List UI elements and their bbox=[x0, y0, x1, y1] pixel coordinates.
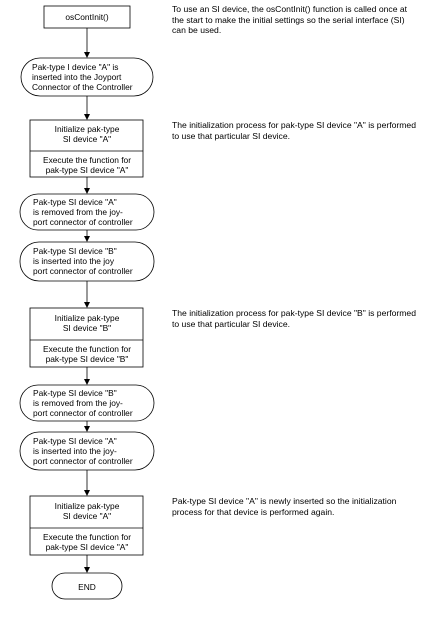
init-b-body-1: Execute the function for bbox=[43, 344, 131, 354]
reinit-a-title-2: SI device "A" bbox=[63, 511, 111, 521]
remove-a-line-3: port connector of controller bbox=[33, 217, 133, 227]
node-insert-a: Pak-type I device "A" is inserted into t… bbox=[20, 57, 154, 97]
reinit-a-body-2: pak-type SI device "A" bbox=[46, 542, 129, 552]
node-insert-a-again: Pak-type SI device "A" is inserted into … bbox=[19, 431, 155, 471]
init-b-title-1: Initialize pak-type bbox=[55, 313, 120, 323]
node-insert-b: Pak-type SI device "B" is inserted into … bbox=[19, 241, 155, 282]
node-remove-a: Pak-type SI device "A" is removed from t… bbox=[19, 193, 155, 231]
init-b-title-2: SI device "B" bbox=[63, 323, 111, 333]
init-a-body-1: Execute the function for bbox=[43, 155, 131, 165]
init-a-title-2: SI device "A" bbox=[63, 134, 111, 144]
insert-a-line-2: inserted into the Joyport bbox=[32, 72, 122, 82]
node-init-a: Initialize pak-type SI device "A" Execut… bbox=[29, 119, 144, 178]
node-init-b: Initialize pak-type SI device "B" Execut… bbox=[29, 307, 144, 368]
insert-b-line-3: port connector of controller bbox=[33, 266, 133, 276]
insert-a-line-1: Pak-type I device "A" is bbox=[32, 62, 118, 72]
end-label: END bbox=[78, 582, 96, 592]
reinit-a-title-1: Initialize pak-type bbox=[55, 501, 120, 511]
note-osContInit: To use an SI device, the osContInit() fu… bbox=[172, 4, 408, 36]
node-end: END bbox=[51, 572, 123, 600]
remove-b-line-1: Pak-type SI device "B" bbox=[33, 388, 117, 398]
note-init-a: The initialization process for pak-type … bbox=[172, 120, 416, 141]
note-init-b: The initialization process for pak-type … bbox=[172, 308, 416, 329]
remove-a-line-2: is removed from the joy- bbox=[33, 207, 123, 217]
insert-b-line-1: Pak-type SI device "B" bbox=[33, 246, 117, 256]
node-reinit-a: Initialize pak-type SI device "A" Execut… bbox=[29, 495, 144, 556]
init-b-body-2: pak-type SI device "B" bbox=[46, 354, 129, 364]
node-start: osContInit() bbox=[43, 5, 131, 29]
insert-a-again-line-2: is inserted into the joy- bbox=[33, 446, 117, 456]
remove-a-line-1: Pak-type SI device "A" bbox=[33, 197, 117, 207]
start-label: osContInit() bbox=[65, 12, 108, 22]
remove-b-line-2: is removed from the joy- bbox=[33, 398, 123, 408]
init-a-body-2: pak-type SI device "A" bbox=[46, 165, 129, 175]
remove-b-line-3: port connector of controller bbox=[33, 408, 133, 418]
insert-a-line-3: Connector of the Controller bbox=[32, 82, 133, 92]
reinit-a-body-1: Execute the function for bbox=[43, 532, 131, 542]
insert-b-line-2: is inserted into the joy bbox=[33, 256, 115, 266]
insert-a-again-line-3: port connector of controller bbox=[33, 456, 133, 466]
node-remove-b: Pak-type SI device "B" is removed from t… bbox=[19, 384, 155, 422]
insert-a-again-line-1: Pak-type SI device "A" bbox=[33, 436, 117, 446]
note-reinit-a: Pak-type SI device "A" is newly inserted… bbox=[172, 496, 397, 517]
init-a-title-1: Initialize pak-type bbox=[55, 124, 120, 134]
